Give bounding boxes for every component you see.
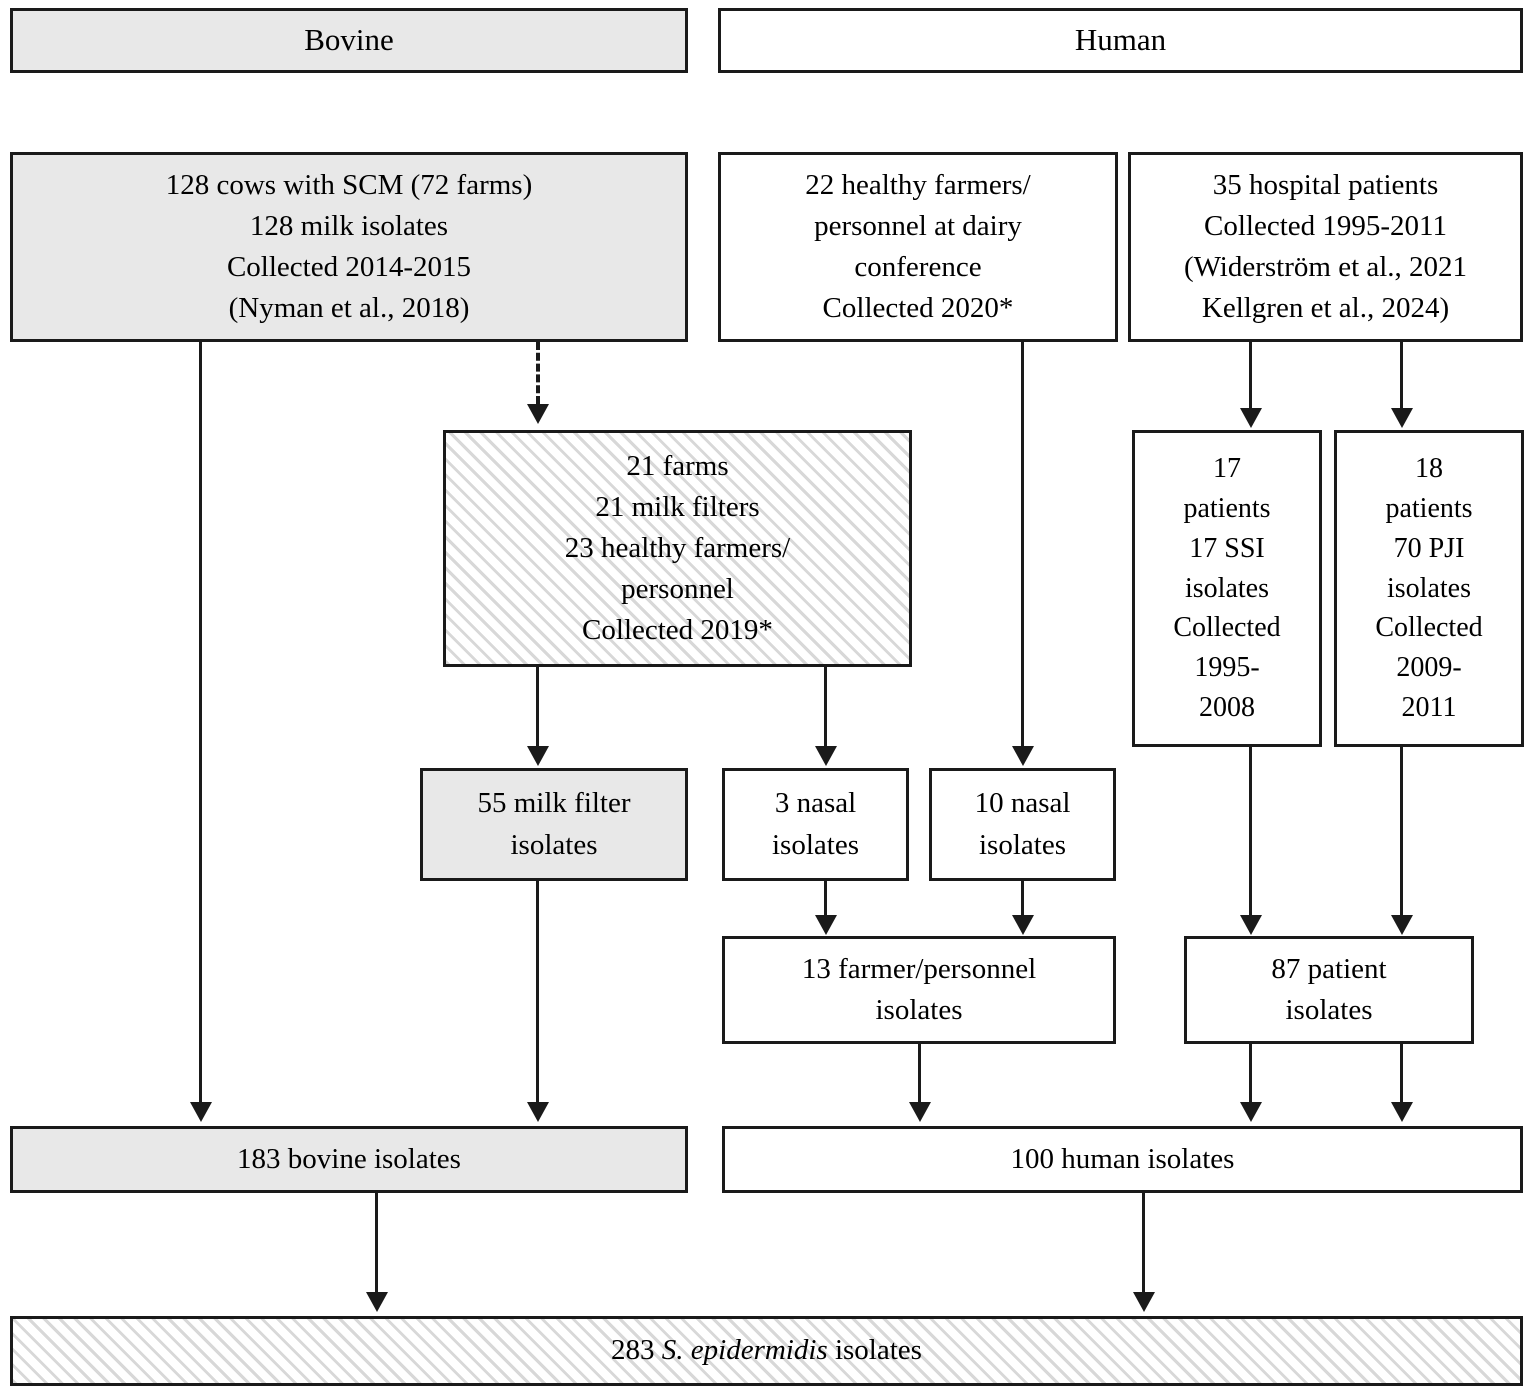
connector-bovine-source-to-total [199, 342, 202, 1104]
arrowhead-conference-to-nasal-10 [1012, 746, 1034, 766]
arrowhead-hospital-to-ssi [1240, 408, 1262, 428]
grand-total-prefix: 283 [611, 1334, 662, 1367]
node-bovine-source: 128 cows with SCM (72 farms) 128 milk is… [10, 152, 688, 342]
arrowhead-patient-isolates-to-human-total-right [1391, 1102, 1413, 1122]
node-hospital-patients-text: 35 hospital patients Collected 1995-2011… [1183, 168, 1468, 325]
connector-farms-to-milk-filter [536, 667, 539, 748]
node-pji-patients-text: 18 patients 70 PJI isolates Collected 20… [1375, 453, 1483, 723]
connector-conference-to-nasal-10 [1021, 342, 1024, 748]
connector-farms-to-nasal-3 [824, 667, 827, 748]
node-nasal-isolates-10: 10 nasal isolates [929, 768, 1116, 881]
node-farms-filters-text: 21 farms 21 milk filters 23 healthy farm… [564, 449, 791, 647]
node-farmers-conference: 22 healthy farmers/ personnel at dairy c… [718, 152, 1118, 342]
node-grand-total: 283 S. epidermidis isolates [10, 1316, 1523, 1386]
node-farmer-personnel-isolates-text: 13 farmer/personnel isolates [801, 952, 1037, 1026]
arrowhead-nasal-10-to-farmer-personnel [1012, 915, 1034, 935]
arrowhead-nasal-3-to-farmer-personnel [815, 915, 837, 935]
grand-total-suffix: isolates [827, 1334, 922, 1367]
arrowhead-hospital-to-pji [1391, 408, 1413, 428]
node-milk-filter-isolates-text: 55 milk filter isolates [477, 787, 631, 861]
arrowhead-milk-filter-to-bovine-total [527, 1102, 549, 1122]
connector-hospital-to-pji [1400, 342, 1403, 410]
node-pji-patients: 18 patients 70 PJI isolates Collected 20… [1334, 430, 1524, 747]
node-milk-filter-isolates: 55 milk filter isolates [420, 768, 688, 881]
node-ssi-patients-text: 17 patients 17 SSI isolates Collected 19… [1173, 453, 1281, 723]
node-nasal-isolates-3-text: 3 nasal isolates [772, 787, 859, 861]
node-patient-isolates: 87 patient isolates [1184, 936, 1474, 1044]
node-human-total-text: 100 human isolates [1010, 1142, 1235, 1175]
arrowhead-farms-to-milk-filter [527, 746, 549, 766]
node-farmer-personnel-isolates: 13 farmer/personnel isolates [722, 936, 1116, 1044]
header-box-human: Human [718, 8, 1523, 73]
node-nasal-isolates-3: 3 nasal isolates [722, 768, 909, 881]
connector-ssi-to-patient-isolates [1249, 747, 1252, 917]
node-nasal-isolates-10-text: 10 nasal isolates [974, 787, 1071, 861]
connector-bovine-source-to-farms-dashed [536, 342, 540, 404]
arrowhead-farmer-personnel-to-human-total [909, 1102, 931, 1122]
arrowhead-pji-to-patient-isolates [1391, 915, 1413, 935]
arrowhead-ssi-to-patient-isolates [1240, 915, 1262, 935]
connector-patient-isolates-to-human-total-left [1249, 1044, 1252, 1104]
connector-bovine-total-to-grand-total [375, 1193, 378, 1294]
connector-milk-filter-to-bovine-total [536, 881, 539, 1104]
node-bovine-source-text: 128 cows with SCM (72 farms) 128 milk is… [165, 168, 533, 325]
connector-human-total-to-grand-total [1142, 1193, 1145, 1294]
arrowhead-farms-to-nasal-3 [815, 746, 837, 766]
connector-nasal-3-to-farmer-personnel [824, 881, 827, 918]
header-box-bovine: Bovine [10, 8, 688, 73]
node-patient-isolates-text: 87 patient isolates [1271, 952, 1387, 1026]
arrowhead-bovine-source-to-total [190, 1102, 212, 1122]
connector-nasal-10-to-farmer-personnel [1021, 881, 1024, 918]
node-farmers-conference-text: 22 healthy farmers/ personnel at dairy c… [805, 168, 1031, 325]
node-bovine-total: 183 bovine isolates [10, 1126, 688, 1193]
arrowhead-bovine-source-to-farms [527, 404, 549, 424]
arrowhead-bovine-total-to-grand-total [366, 1292, 388, 1312]
header-label-bovine: Bovine [304, 22, 394, 58]
connector-farmer-personnel-to-human-total [918, 1044, 921, 1104]
connector-pji-to-patient-isolates [1400, 747, 1403, 917]
node-ssi-patients: 17 patients 17 SSI isolates Collected 19… [1132, 430, 1322, 747]
node-hospital-patients: 35 hospital patients Collected 1995-2011… [1128, 152, 1523, 342]
node-grand-total-text: 283 S. epidermidis isolates [21, 1330, 1512, 1371]
node-human-total: 100 human isolates [722, 1126, 1523, 1193]
node-farms-filters: 21 farms 21 milk filters 23 healthy farm… [443, 430, 912, 667]
grand-total-species: S. epidermidis [661, 1334, 828, 1367]
connector-patient-isolates-to-human-total-right [1400, 1044, 1403, 1104]
connector-hospital-to-ssi [1249, 342, 1252, 410]
header-label-human: Human [1074, 22, 1167, 58]
arrowhead-human-total-to-grand-total [1133, 1292, 1155, 1312]
node-bovine-total-text: 183 bovine isolates [237, 1142, 461, 1175]
arrowhead-patient-isolates-to-human-total-left [1240, 1102, 1262, 1122]
